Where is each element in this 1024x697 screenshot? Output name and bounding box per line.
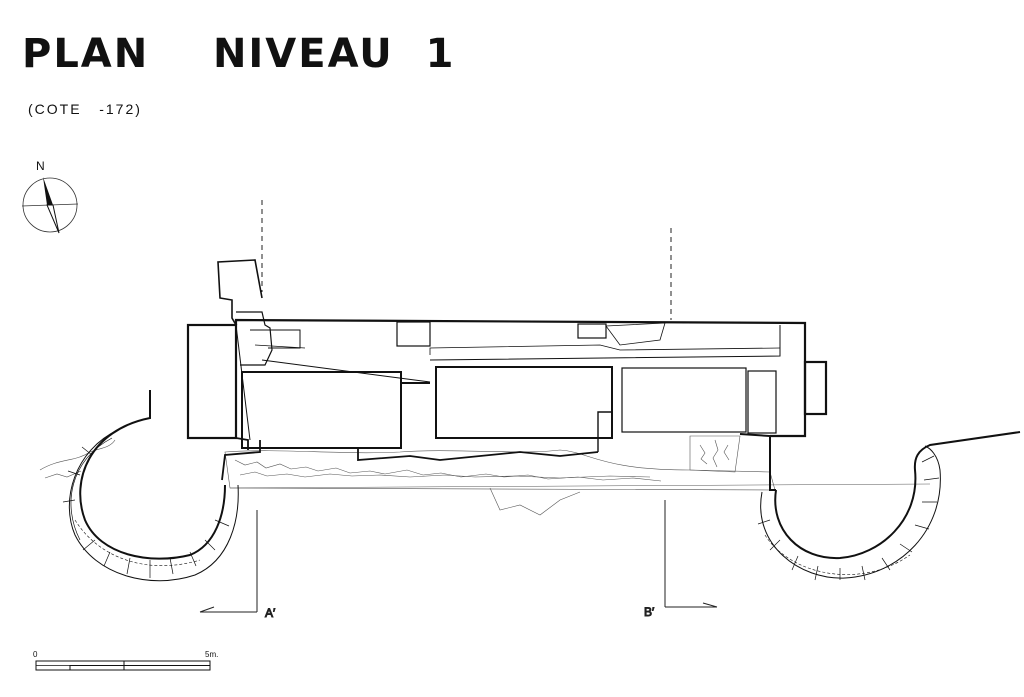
section-line-b: B′: [644, 228, 718, 620]
elevation-note: (COTE -172): [28, 101, 142, 117]
section-line-a: A′: [199, 200, 277, 621]
rubble-fill: [39, 435, 931, 516]
left-bastion: [62, 390, 239, 582]
scale-start-label: 0: [33, 650, 38, 659]
north-arrow-icon: N: [21, 159, 79, 234]
section-b-label: B′: [644, 605, 655, 619]
scale-end-label: 5m.: [205, 650, 218, 659]
scale-bar: 0 5m.: [33, 650, 218, 671]
plan-title: PLAN NIVEAU 1: [22, 31, 456, 77]
section-a-label: A′: [265, 606, 276, 620]
building-walls: [186, 259, 828, 491]
north-label: N: [36, 159, 45, 173]
right-bastion: [757, 431, 1021, 581]
